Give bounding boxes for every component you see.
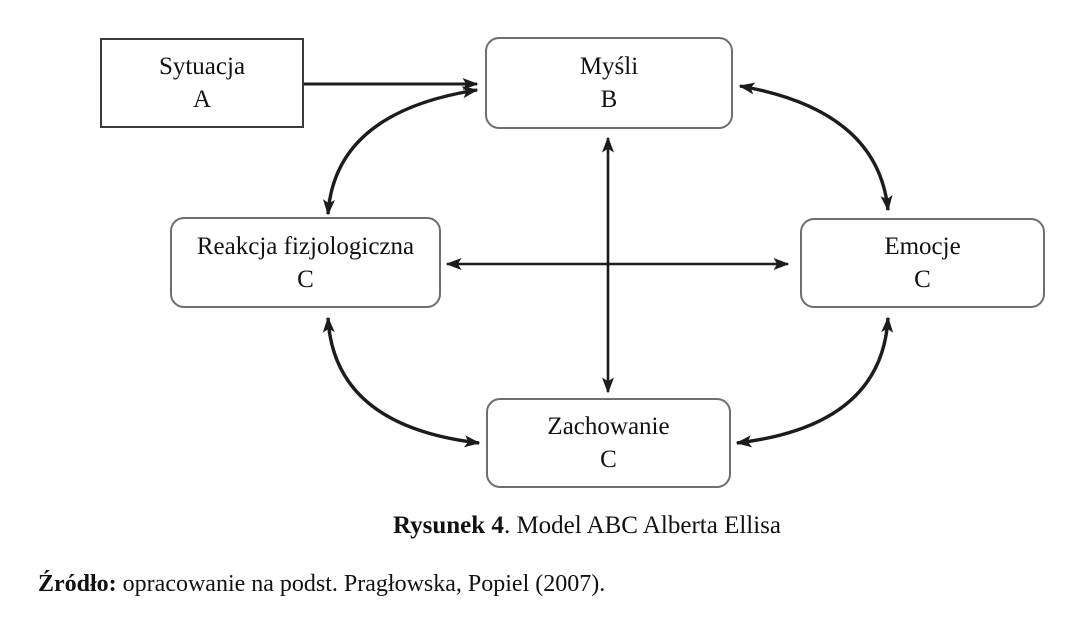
figure-caption-title: . Model ABC Alberta Ellisa: [503, 512, 782, 539]
node-zachowanie: Zachowanie C: [486, 398, 731, 488]
arrow-mysli-reakcja: [323, 86, 479, 216]
node-zachowanie-label: Zachowanie: [547, 413, 670, 440]
node-zachowanie-letter: C: [600, 446, 617, 473]
node-mysli: Myśli B: [485, 37, 733, 129]
node-reakcja-letter: C: [297, 265, 314, 293]
node-emocje-label: Emocje: [884, 233, 961, 260]
node-reakcja: Reakcja fizjologiczna C: [170, 217, 441, 308]
node-sytuacja-label: Sytuacja: [158, 53, 246, 80]
arrow-emocje-zachowanie: [735, 316, 894, 448]
node-mysli-label: Myśli: [579, 53, 639, 80]
arrow-reakcja-zachowanie: [322, 316, 481, 448]
figure-source-label: Źródło:: [38, 571, 117, 597]
node-sytuacja-letter: A: [192, 86, 212, 113]
figure-caption-number: Rysunek 4: [392, 512, 504, 539]
node-sytuacja: Sytuacja A: [100, 38, 304, 128]
node-emocje: Emocje C: [800, 218, 1045, 308]
node-reakcja-label: Reakcja fizjologiczna: [196, 232, 415, 260]
node-mysli-letter: B: [600, 86, 618, 113]
figure-source-text: opracowanie na podst. Pragłowska, Popiel…: [116, 571, 606, 597]
figure-source: Źródło: opracowanie na podst. Pragłowska…: [38, 566, 605, 602]
node-emocje-letter: C: [914, 266, 931, 293]
figure-caption: Rysunek 4. Model ABC Alberta Ellisa: [94, 509, 1080, 543]
arrow-mysli-emocje: [738, 82, 893, 212]
